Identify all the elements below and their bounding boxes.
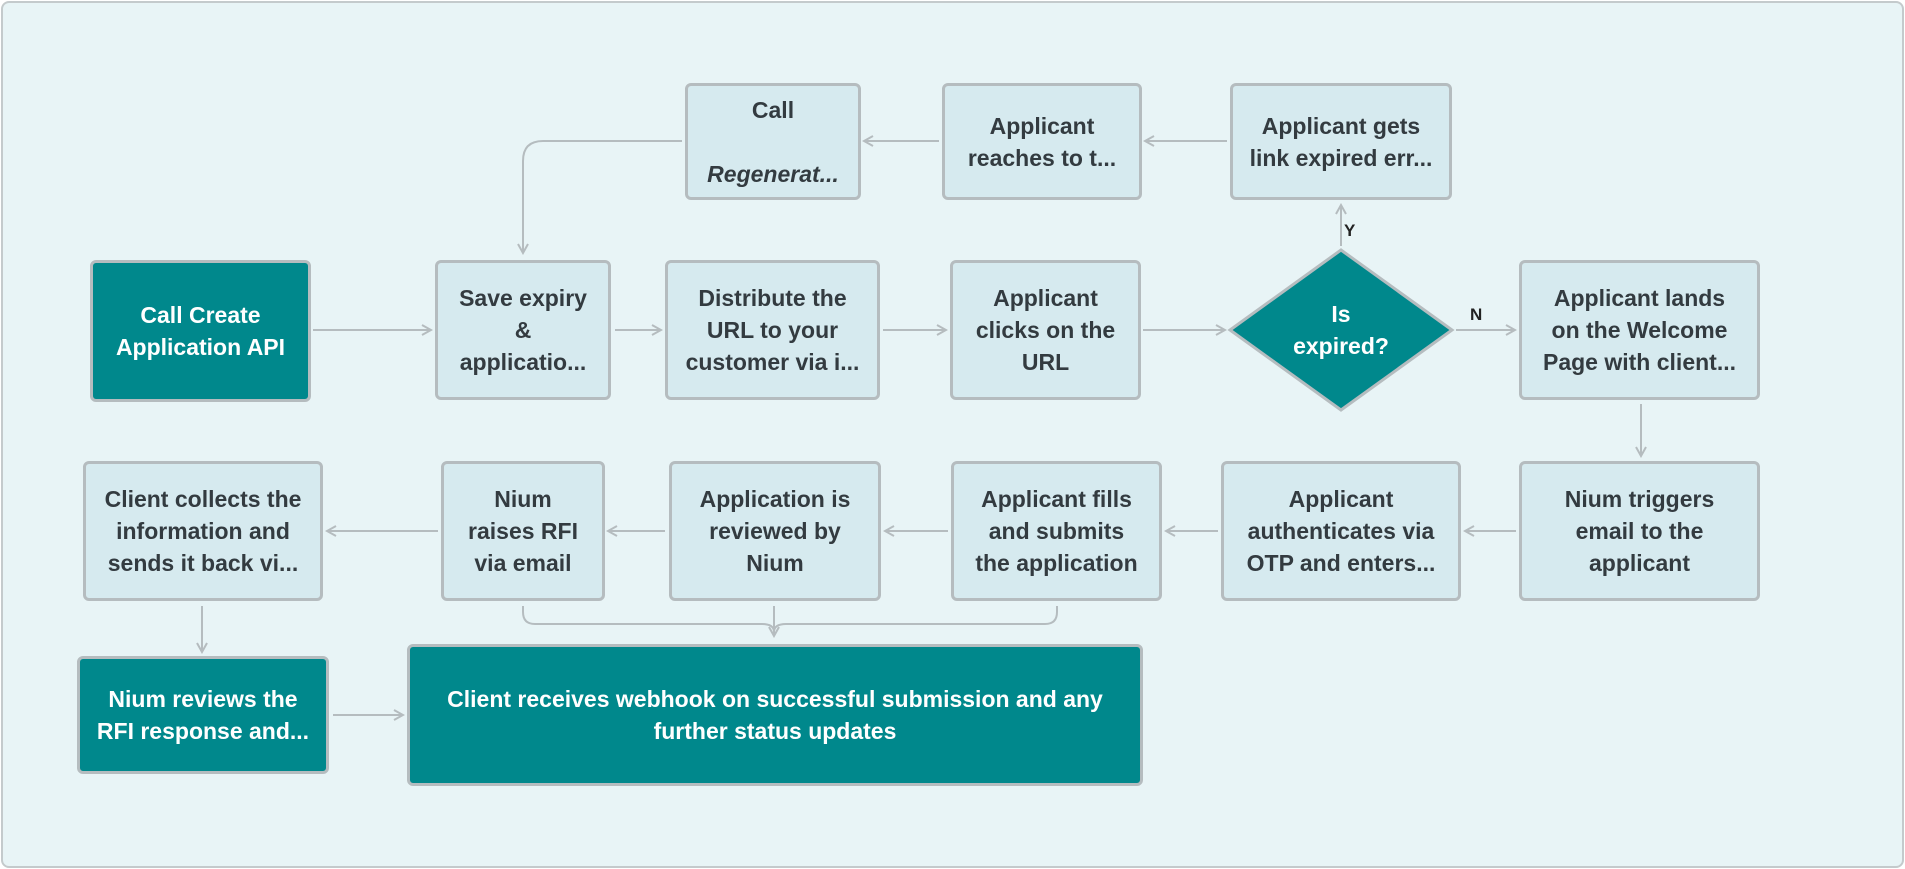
node-applicant-lands-welcome: Applicant lands on the Welcome Page with… bbox=[1519, 260, 1760, 400]
node-nium-triggers-email: Nium triggers email to the applicant bbox=[1519, 461, 1760, 601]
edge-label-no: N bbox=[1470, 305, 1483, 324]
node-applicant-clicks-url-label: Applicant clicks on the URL bbox=[975, 285, 1116, 375]
node-nium-raises-rfi: Nium raises RFI via email bbox=[441, 461, 605, 601]
node-applicant-authenticates-label: Applicant authenticates via OTP and ente… bbox=[1246, 486, 1436, 576]
node-save-expiry-label: Save expiry & applicatio... bbox=[459, 285, 587, 375]
node-distribute-url: Distribute the URL to your customer via … bbox=[665, 260, 880, 400]
node-applicant-fills-submits-label: Applicant fills and submits the applicat… bbox=[975, 486, 1138, 576]
node-client-collects-label: Client collects the information and send… bbox=[104, 486, 302, 576]
node-client-collects: Client collects the information and send… bbox=[83, 461, 323, 601]
node-application-reviewed-label: Application is reviewed by Nium bbox=[699, 486, 851, 576]
node-applicant-clicks-url: Applicant clicks on the URL bbox=[950, 260, 1141, 400]
node-applicant-reaches-label: Applicant reaches to t... bbox=[967, 112, 1117, 171]
node-link-expired-error: Applicant gets link expired err... bbox=[1230, 83, 1452, 200]
node-client-receives-webhook-label: Client receives webhook on successful su… bbox=[447, 686, 1103, 744]
node-nium-reviews-rfi-label: Nium reviews the RFI response and... bbox=[96, 686, 310, 744]
node-call-regenerate-label: Call Regenerat... bbox=[707, 62, 839, 222]
decision-diamond-shape bbox=[1227, 248, 1455, 412]
node-nium-triggers-email-label: Nium triggers email to the applicant bbox=[1564, 486, 1715, 576]
arrow-rfi-merge bbox=[522, 606, 775, 633]
edge-label-yes: Y bbox=[1344, 221, 1356, 240]
node-create-application-api-label: Call Create Application API bbox=[115, 302, 286, 360]
decision-is-expired-label: Is expired? bbox=[1293, 301, 1389, 359]
arrow-regenerate-to-save bbox=[523, 140, 682, 253]
node-call-regenerate: Call Regenerat... bbox=[685, 83, 861, 200]
node-client-receives-webhook: Client receives webhook on successful su… bbox=[407, 644, 1143, 786]
node-nium-reviews-rfi: Nium reviews the RFI response and... bbox=[77, 656, 329, 774]
node-distribute-url-label: Distribute the URL to your customer via … bbox=[685, 285, 860, 375]
node-applicant-lands-welcome-label: Applicant lands on the Welcome Page with… bbox=[1543, 285, 1736, 375]
node-application-reviewed: Application is reviewed by Nium bbox=[669, 461, 881, 601]
node-applicant-authenticates: Applicant authenticates via OTP and ente… bbox=[1221, 461, 1461, 601]
node-applicant-fills-submits: Applicant fills and submits the applicat… bbox=[951, 461, 1162, 601]
node-call-regenerate-line1: Call bbox=[751, 96, 795, 123]
node-call-regenerate-line2: Regenerat... bbox=[707, 160, 839, 187]
node-nium-raises-rfi-label: Nium raises RFI via email bbox=[468, 486, 578, 576]
arrow-fills-merge bbox=[773, 606, 1058, 633]
node-applicant-reaches: Applicant reaches to t... bbox=[942, 83, 1142, 200]
node-save-expiry: Save expiry & applicatio... bbox=[435, 260, 611, 400]
node-link-expired-error-label: Applicant gets link expired err... bbox=[1249, 112, 1433, 171]
node-create-application-api: Call Create Application API bbox=[90, 260, 311, 402]
